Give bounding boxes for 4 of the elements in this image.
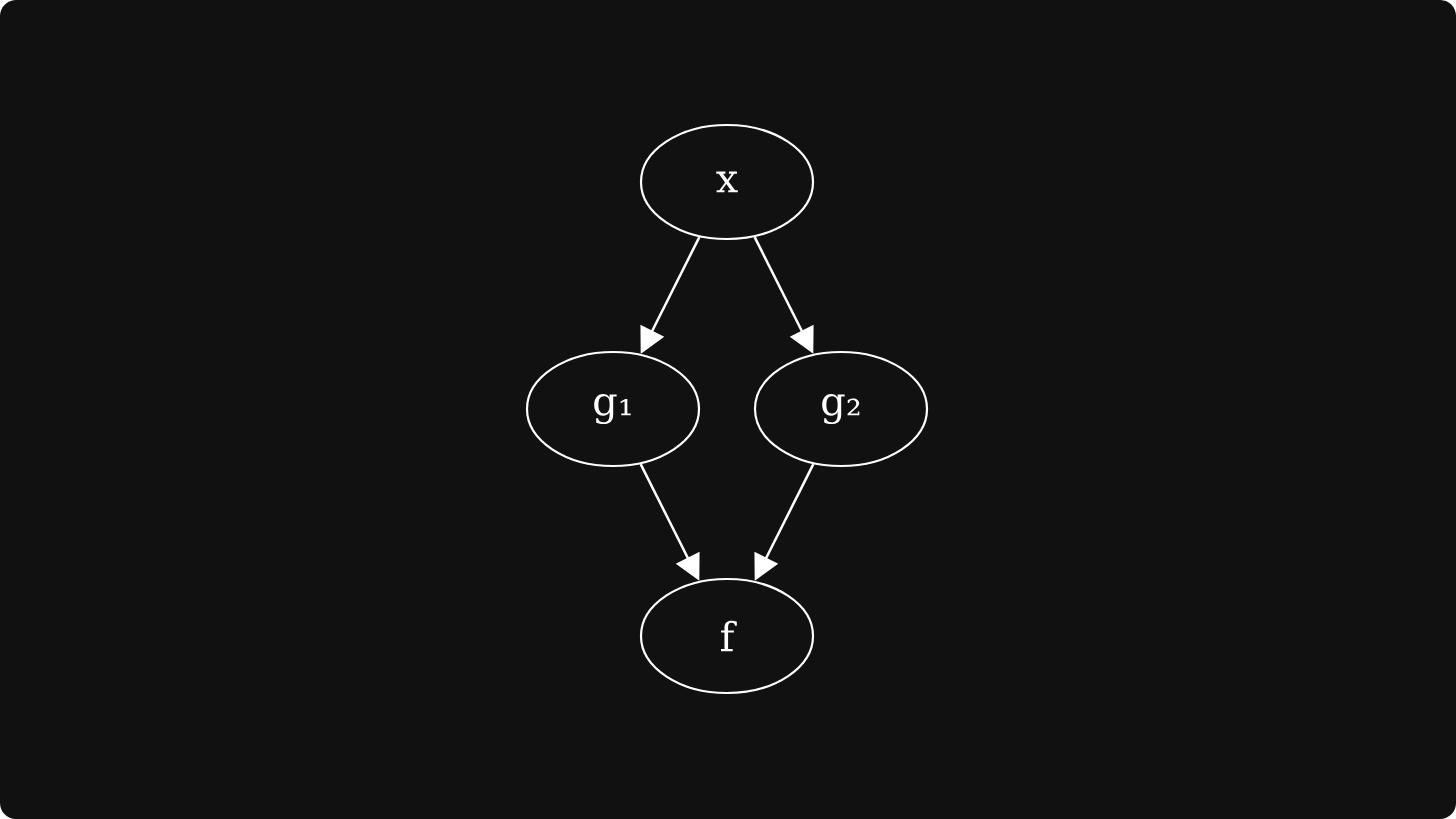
ellipse-node: f (639, 577, 815, 695)
ellipse-node: x (639, 123, 815, 241)
ellipse-node: g₁ (525, 350, 701, 468)
ellipse-node: g₂ (753, 350, 929, 468)
